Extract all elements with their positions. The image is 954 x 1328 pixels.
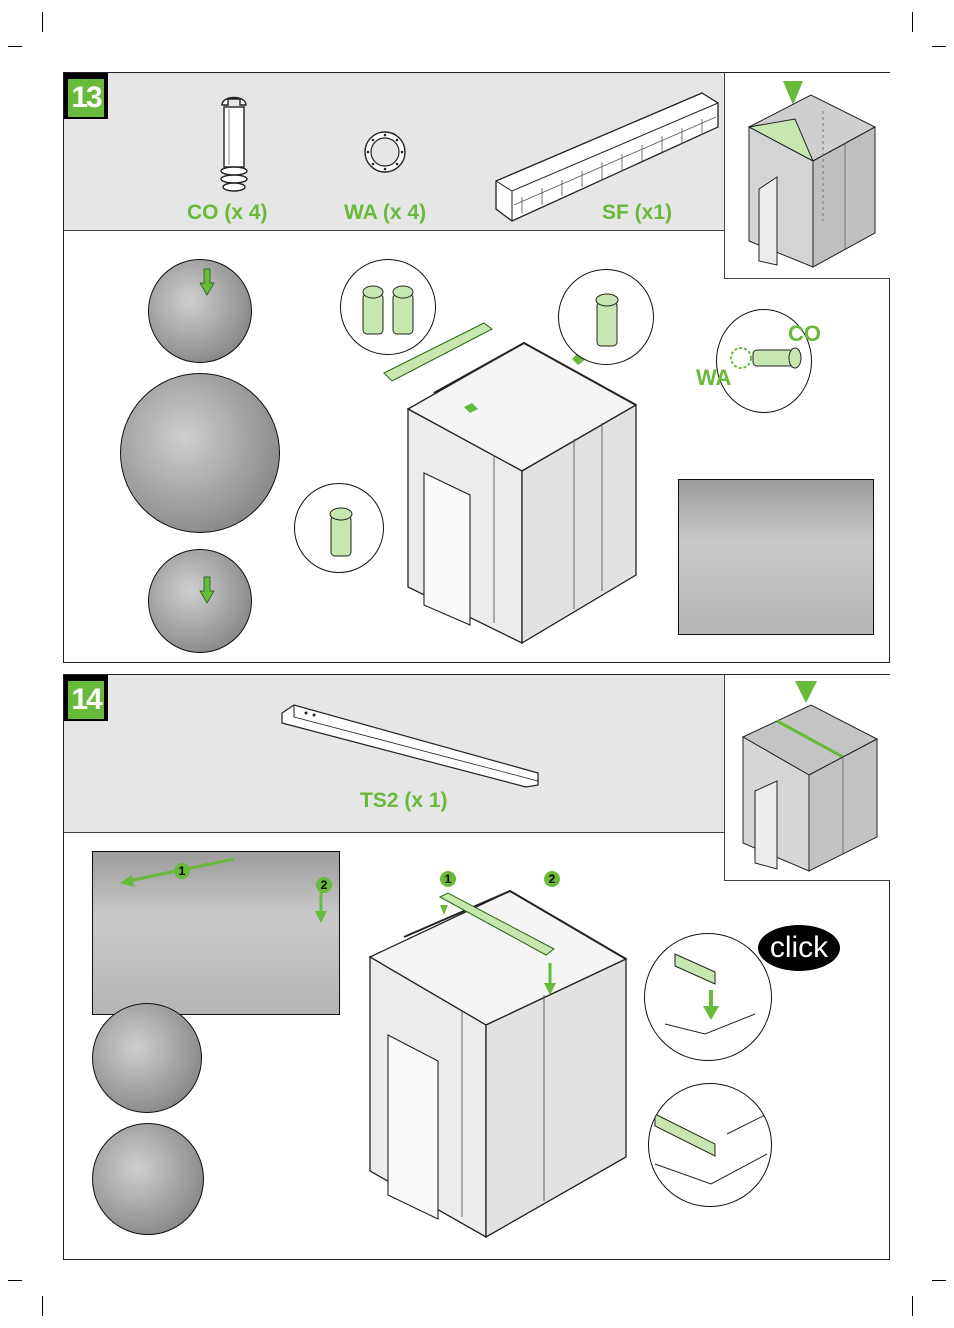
detail-circle-slide-top [148,259,252,363]
detail-circle-co-wa [716,309,812,413]
assembly-photo-step13 [678,479,874,635]
crop-mark [912,1296,913,1316]
progress-thumbnail [724,73,890,279]
step-badge: 13 [64,73,108,119]
ts2-part-label: TS2 (x 1) [360,789,448,812]
sf-part-label: SF (x1) [602,201,673,224]
detail-circle-click-bottom [648,1083,772,1207]
step-badge: 14 [64,675,108,721]
crop-mark [932,46,946,47]
order-arrows [120,857,327,923]
parts-list: 14 TS2 (x 1) [64,675,724,833]
crop-mark [8,46,22,47]
co-connector-icon [362,285,414,335]
wa-part-label: WA (x 4) [344,201,427,224]
shed-overview-diagram [747,81,877,268]
detail-circle-connector-left [294,483,384,573]
co-part-icon [220,96,248,192]
assembly-photo-step14 [92,851,340,1015]
detail-circle-connector-right [558,269,654,365]
order-mark-2: 2 [316,877,332,893]
crop-mark [8,1280,22,1281]
co-wa-assembly-icon [730,347,802,369]
detail-circle-click-top [644,933,772,1061]
ts2-part-icon [281,704,539,788]
crop-mark [42,12,43,32]
detail-circle-connectors-pair [340,259,436,355]
click-callout-bubble: click [758,925,840,971]
click-label: click [769,931,829,964]
order-mark-1: 1 [440,871,456,887]
crop-mark [912,12,913,32]
co-connector-icon [595,293,619,347]
wa-callout-label: WA [696,365,732,390]
crop-mark [42,1296,43,1316]
wa-part-icon [364,131,406,173]
sf-part-icon [495,92,719,222]
shed-frame-diagram [383,322,638,645]
order-mark-1: 1 [174,863,190,879]
co-part-label: CO (x 4) [187,201,268,224]
down-arrow-icon [199,268,215,296]
co-callout-label: CO [788,321,821,346]
detail-circle-joint-top [92,1003,202,1113]
progress-thumbnail [724,675,890,881]
detail-circle-joint-bottom [92,1123,204,1235]
parts-list: 13 CO (x 4) WA (x 4) [64,73,724,231]
ts2-click-detail [664,953,756,1035]
detail-circle-hands [120,373,280,533]
order-mark-2: 2 [544,871,560,887]
crop-mark [932,1280,946,1281]
detail-circle-slide-bottom [148,549,252,653]
step-13-panel: 13 CO (x 4) WA (x 4) [63,72,890,663]
step-14-panel: 14 TS2 (x 1) 1 2 [63,674,890,1260]
ts2-engaged-detail [654,1113,768,1185]
co-connector-icon [329,507,353,557]
down-arrow-icon [199,576,215,604]
shed-frame-diagram [368,889,628,1239]
shed-overview-diagram [741,681,879,872]
step-number: 13 [68,79,104,117]
step-number: 14 [68,681,104,719]
